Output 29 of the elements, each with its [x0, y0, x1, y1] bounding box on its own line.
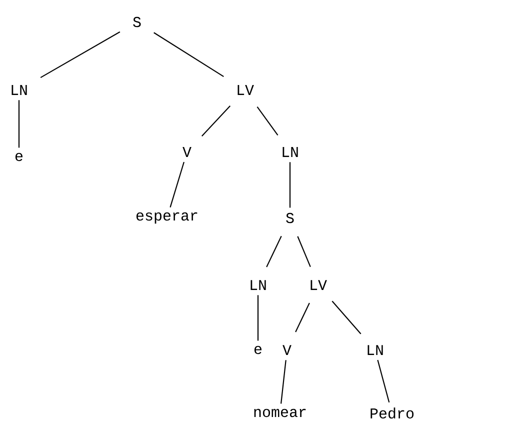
word-label: e: [254, 346, 262, 354]
tree-branch: [170, 162, 184, 208]
tree-branch: [297, 236, 311, 267]
category-label: V: [282, 345, 292, 355]
word-label: Pedro: [370, 407, 414, 419]
tree-branch: [40, 31, 120, 78]
tree-branch: [257, 295, 259, 341]
tree-branch: [332, 300, 362, 334]
category-label: S: [133, 16, 141, 28]
word-label: nomear: [254, 408, 306, 418]
category-label: LN: [12, 85, 27, 95]
tree-branch: [18, 100, 20, 148]
tree-branch: [295, 302, 310, 332]
category-label: V: [182, 147, 192, 157]
tree-branch: [377, 360, 390, 403]
tree-branch: [256, 106, 278, 136]
category-label: S: [286, 212, 294, 224]
category-label: LN: [368, 345, 383, 355]
tree-branch: [280, 360, 286, 404]
category-label: LV: [238, 85, 254, 95]
category-label: LV: [310, 280, 327, 290]
word-label: esperar: [136, 212, 198, 224]
tree-branch: [154, 32, 224, 78]
word-label: e: [15, 152, 23, 162]
tree-branch: [266, 236, 282, 268]
tree-branch: [289, 162, 291, 208]
category-label: LN: [282, 147, 298, 157]
tree-branch: [201, 106, 231, 136]
category-label: LN: [250, 280, 266, 290]
